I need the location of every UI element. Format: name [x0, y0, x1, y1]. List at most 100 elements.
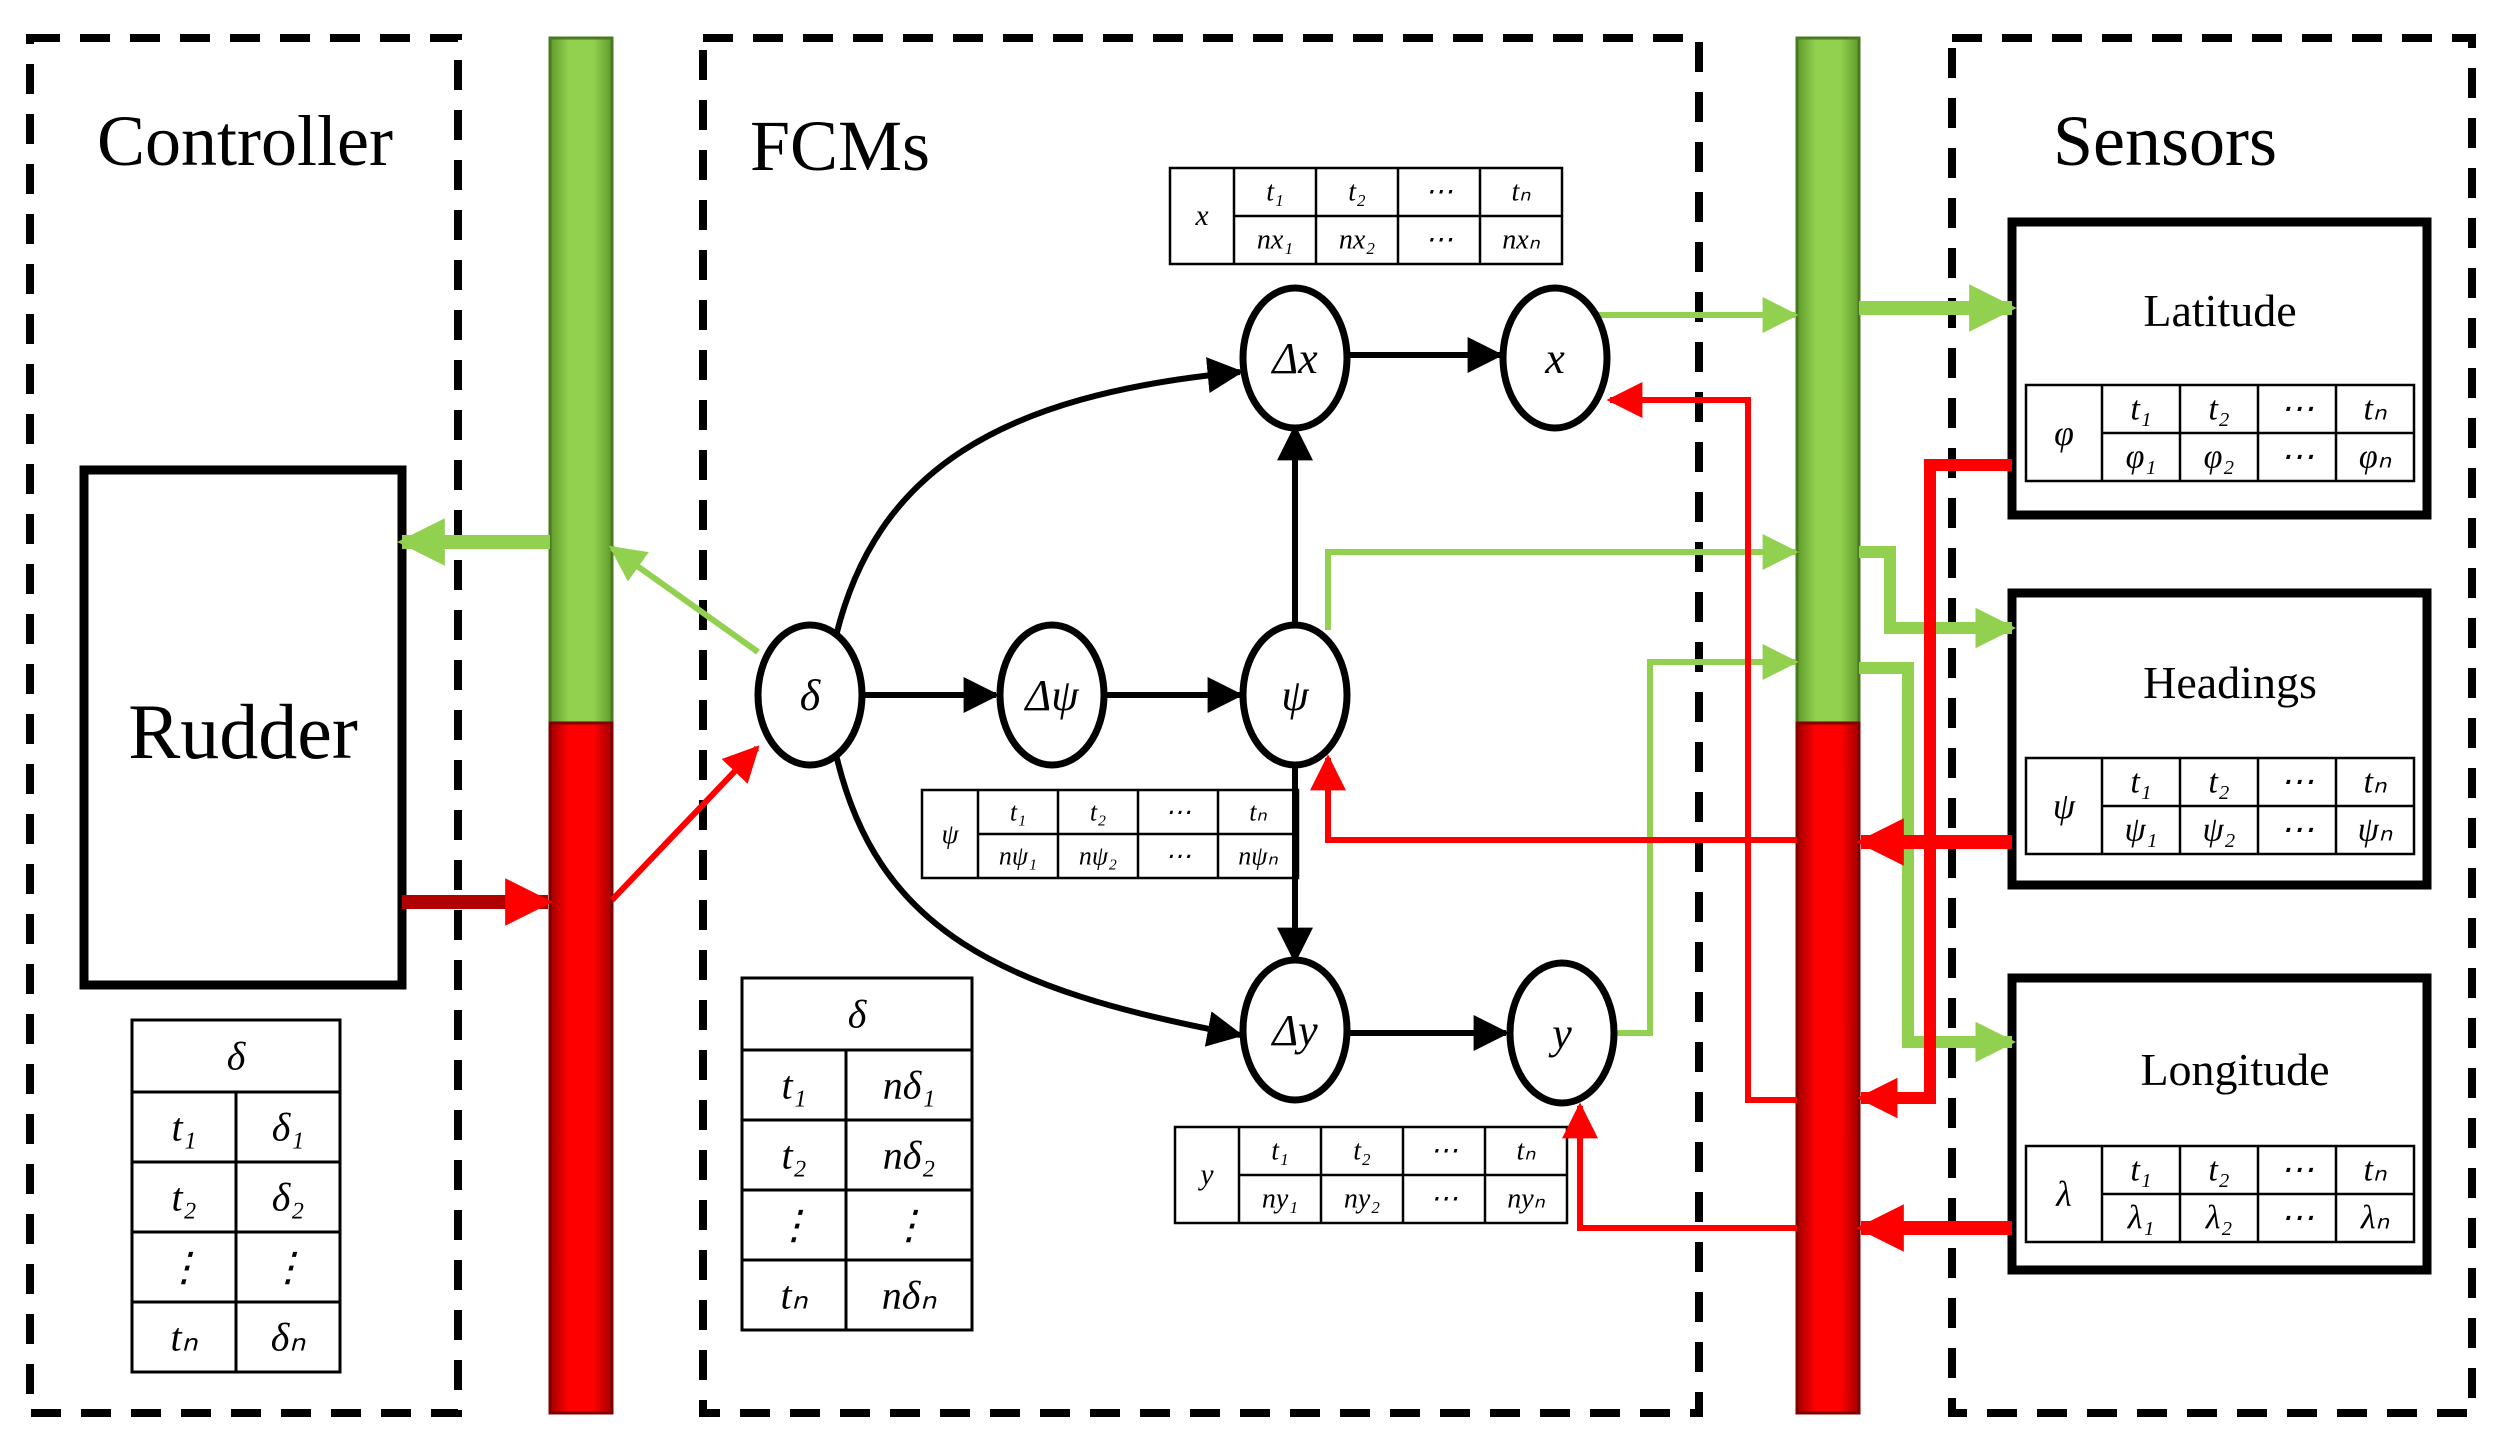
right-bus-green	[1795, 36, 1861, 725]
headings-table-label: ψ	[2053, 786, 2076, 826]
longitude-table-value-2: ⋯	[2280, 1200, 2314, 1237]
node-psi-label: ψ	[1281, 671, 1309, 720]
rudder-table-time-1: t₂	[171, 1175, 196, 1220]
node-dx-label: Δx	[1270, 334, 1318, 383]
longitude-table-label: λ	[2055, 1174, 2071, 1214]
rudder-label: Rudder	[128, 688, 358, 775]
headings-table-time-0: t₁	[2130, 764, 2151, 801]
y-table-label: y	[1197, 1159, 1214, 1191]
fcm-nodes: δ Δψ ψ Δx x Δy y	[754, 284, 1618, 1107]
rudder-box: Rudder	[79, 465, 407, 990]
right-bus-red	[1795, 721, 1861, 1415]
latitude-title: Latitude	[2143, 285, 2296, 336]
edge-delta-dx	[832, 357, 1244, 641]
node-x-label: x	[1544, 334, 1565, 383]
x-table-label: x	[1194, 200, 1208, 232]
x-table-value-0: nx₁	[1257, 225, 1293, 256]
latitude-table-time-3: tₙ	[2364, 391, 2387, 428]
fcm_delta-table-time-3: tₙ	[780, 1273, 808, 1318]
longitude-title: Longitude	[2140, 1044, 2329, 1095]
left-bus-red	[548, 721, 614, 1415]
longitude-table-value-0: λ₁	[2127, 1200, 2155, 1237]
psi-table-value-0: nψ₁	[999, 842, 1037, 871]
latitude-table-label: φ	[2054, 413, 2074, 453]
longitude-table-time-3: tₙ	[2364, 1152, 2387, 1189]
psi-table-label: ψ	[942, 819, 960, 849]
x-table-value-1: nx₂	[1339, 225, 1375, 256]
red-flows	[402, 382, 2012, 1252]
rudder-table-time-2: ⋮	[164, 1245, 204, 1290]
bus-to-headings-arrow	[1859, 546, 2017, 649]
longitude-table-time-1: t₂	[2208, 1152, 2229, 1189]
node-delta-label: δ	[800, 671, 822, 720]
x-table-value-2: ⋯	[1425, 225, 1453, 256]
psi-table-time-0: t₁	[1010, 798, 1026, 827]
headings-table-value-1: ψ₂	[2203, 812, 2236, 849]
rudder-table-header: δ	[227, 1034, 247, 1079]
latitude-table-value-1: φ₂	[2204, 439, 2235, 476]
delta-to-bus-arrow	[609, 545, 760, 655]
node-dpsi: Δψ	[996, 621, 1108, 769]
left-bus-bar	[548, 36, 614, 1415]
edge-delta-dy	[832, 749, 1244, 1047]
psi-to-bus-arrow	[1325, 534, 1799, 630]
psi-table-time-3: tₙ	[1249, 798, 1267, 827]
causal-edges	[832, 337, 1510, 1051]
headings-table-time-3: tₙ	[2364, 764, 2387, 801]
latitude-table-value-3: φₙ	[2359, 439, 2392, 476]
node-y: y	[1506, 959, 1618, 1107]
headings-table-value-0: ψ₁	[2125, 812, 2158, 849]
psi-table-time-2: ⋯	[1165, 798, 1191, 827]
rudder-table-value-3: δₙ	[271, 1315, 307, 1360]
left-bus-green	[548, 36, 614, 725]
fcm_delta-table-value-0: nδ₁	[883, 1063, 936, 1108]
y-table-value-0: ny₁	[1262, 1184, 1298, 1215]
fcms-panel-title: FCMs	[750, 106, 930, 186]
psi-table-value-1: nψ₂	[1079, 842, 1117, 871]
fcm_delta-table-time-2: ⋮	[774, 1203, 814, 1248]
longitude-table-time-2: ⋯	[2280, 1152, 2314, 1189]
y-table-time-3: tₙ	[1517, 1136, 1537, 1167]
sensors-panel: Sensors	[1948, 34, 2476, 1417]
rudder-table-time-3: tₙ	[170, 1315, 198, 1360]
bus-to-psi-arrow	[1310, 754, 1797, 843]
fcm_delta-table-value-1: nδ₂	[883, 1133, 936, 1178]
rudder-table-value-1: δ₂	[272, 1175, 305, 1220]
longitude-table-value-1: λ₂	[2205, 1200, 2233, 1237]
controller-panel: Controller	[26, 34, 462, 1417]
sensors-panel-title: Sensors	[2053, 101, 2277, 181]
fcm_delta-table-header: δ	[848, 992, 868, 1037]
y-table-value-2: ⋯	[1430, 1184, 1458, 1215]
rudder-table-value-2: ⋮	[268, 1245, 308, 1290]
x-table-value-3: nxₙ	[1502, 225, 1540, 256]
latitude-table-value-2: ⋯	[2280, 439, 2314, 476]
bus-to-x-arrow	[1606, 382, 1797, 1103]
psi-value-table: ψ t₁ nψ₁ t₂ nψ₂ ⋯ ⋯ tₙ nψₙ	[920, 788, 1300, 880]
x-table-time-1: t₂	[1348, 177, 1366, 208]
headings-table-value-2: ⋯	[2280, 812, 2314, 849]
headings-title: Headings	[2143, 657, 2317, 708]
latitude-to-bus-arrow	[1856, 459, 2012, 1119]
y-table-time-2: ⋯	[1430, 1136, 1458, 1167]
longitude-table-time-0: t₁	[2130, 1152, 2151, 1189]
latitude-table-time-2: ⋯	[2280, 391, 2314, 428]
node-dy-label: Δy	[1270, 1006, 1318, 1055]
bus-to-longitude-arrow	[1859, 662, 2017, 1063]
node-delta: δ	[754, 621, 866, 769]
y-to-bus-arrow	[1614, 644, 1799, 1036]
latitude-table-time-1: t₂	[2208, 391, 2229, 428]
node-x: x	[1499, 284, 1611, 432]
psi-table-value-2: ⋯	[1165, 842, 1191, 871]
fcm_delta-table-time-1: t₂	[781, 1133, 806, 1178]
psi-table-value-3: nψₙ	[1238, 842, 1278, 871]
y-table-value-1: ny₂	[1344, 1184, 1380, 1215]
node-dpsi-label: Δψ	[1023, 671, 1079, 720]
node-dy: Δy	[1239, 956, 1351, 1104]
psi-table-time-1: t₂	[1090, 798, 1106, 827]
